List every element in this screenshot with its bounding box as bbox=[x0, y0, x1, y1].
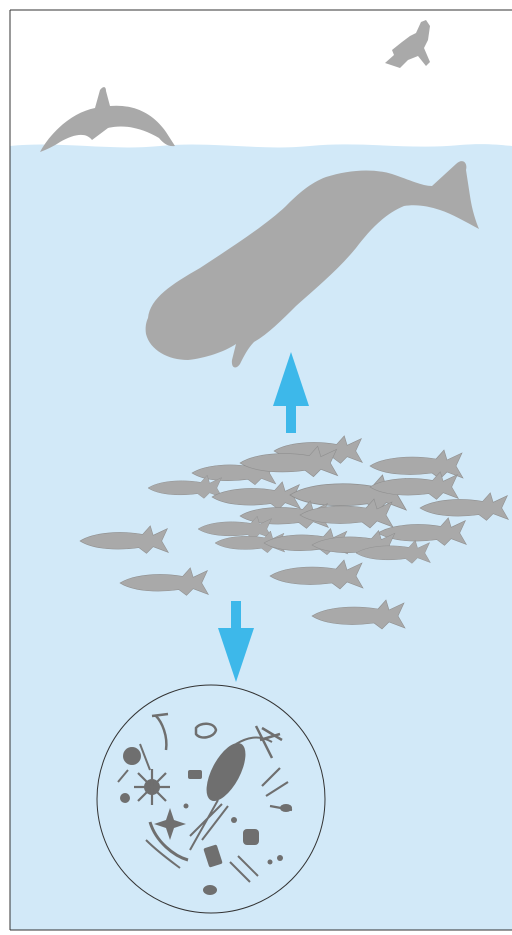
plankton-cell-icon bbox=[120, 793, 130, 803]
plankton-dot-icon bbox=[268, 860, 273, 865]
plankton-dot-icon bbox=[231, 817, 237, 823]
plankton-cell-icon bbox=[123, 747, 141, 765]
plankton-sample bbox=[97, 685, 325, 913]
radiolarian-icon bbox=[134, 769, 170, 805]
plankton-egg-icon bbox=[280, 804, 292, 812]
diatom-icon bbox=[188, 770, 202, 779]
plankton-dot-icon bbox=[277, 855, 283, 861]
plankton-dot-icon bbox=[184, 804, 189, 809]
diatom-icon bbox=[243, 829, 259, 845]
plankton-egg-icon bbox=[203, 885, 217, 895]
